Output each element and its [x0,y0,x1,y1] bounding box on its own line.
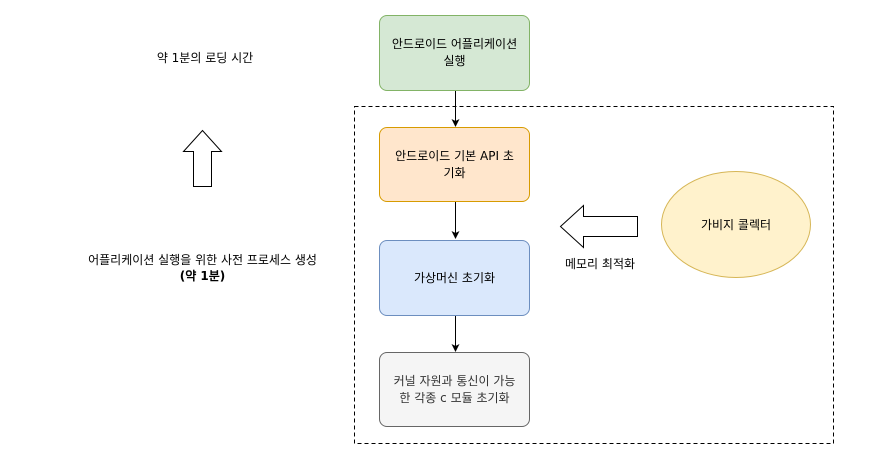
node-app-run: 안드로이드 어플리케이션 실행 [379,15,530,91]
label-preprocess-line2: (약 1분) [179,269,226,283]
node-kernel-init-line2: 한 각종 c 모듈 초기화 [399,390,510,405]
node-vm-init: 가상머신 초기화 [379,240,530,316]
node-garbage-collector: 가비지 콜렉터 [661,171,811,278]
hollow-left-arrow-icon [559,204,638,249]
node-app-run-line1: 안드로이드 어플리케이션 [391,37,518,51]
node-kernel-init-line1: 커널 자원과 통신이 가능 [393,373,516,388]
node-kernel-init: 커널 자원과 통신이 가능 한 각종 c 모듈 초기화 [379,352,530,427]
node-garbage-collector-label: 가비지 콜렉터 [700,218,772,232]
node-vm-init-line1: 가상머신 초기화 [413,270,496,285]
label-memory-opt: 메모리 최적화 [564,257,636,271]
node-api-init: 안드로이드 기본 API 초 기화 [379,127,530,202]
node-api-init-line2: 기화 [443,165,466,180]
hollow-up-arrow-icon [182,129,223,187]
node-app-run-line2: 실행 [443,54,466,68]
process-container [354,106,834,444]
label-preprocess-line1: 어플리케이션 실행을 위한 사전 프로세스 생성 [88,253,317,267]
label-load-time: 약 1분의 로딩 시간 [156,51,254,65]
node-api-init-line1: 안드로이드 기본 API 초 [395,148,514,163]
label-preprocess: 어플리케이션 실행을 위한 사전 프로세스 생성 (약 1분) [50,252,355,284]
